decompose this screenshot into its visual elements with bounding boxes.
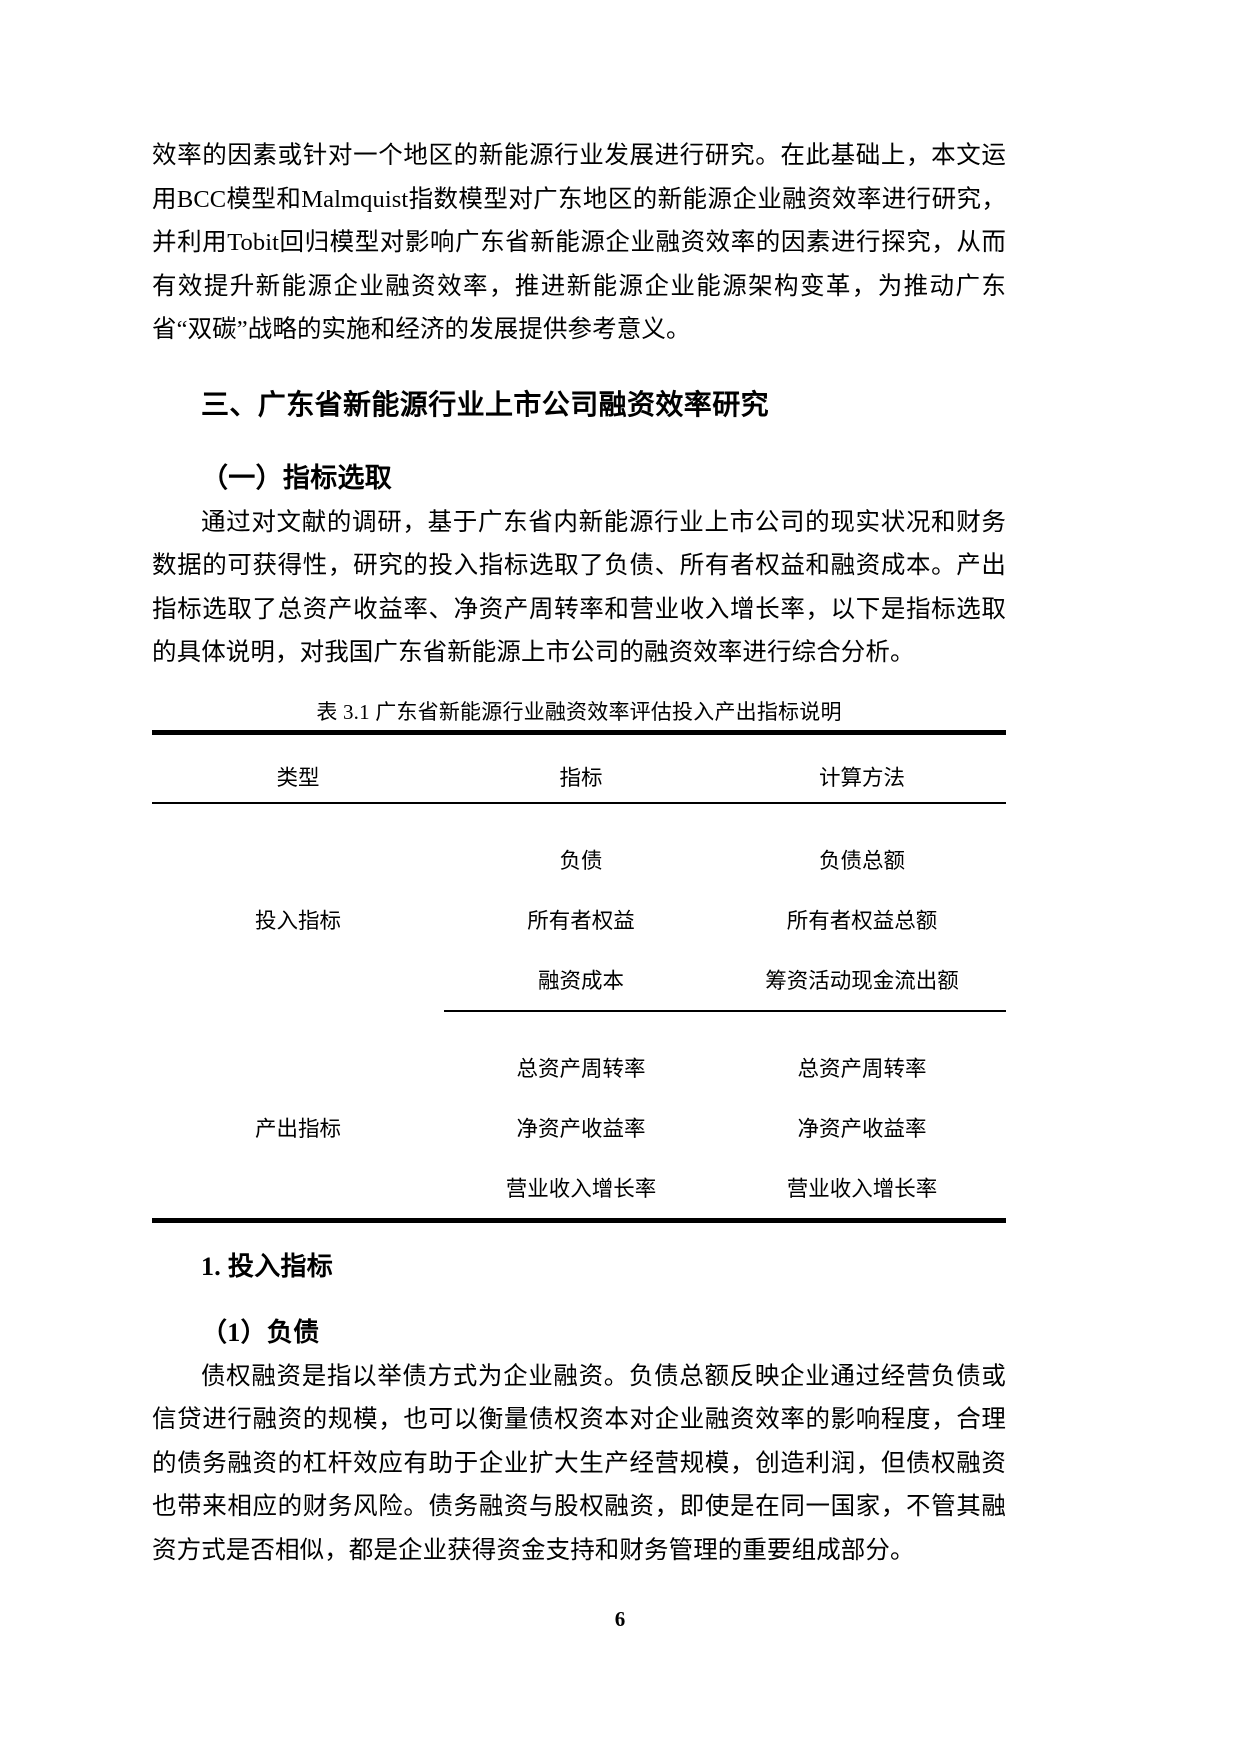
table-bottom-rule: [152, 1217, 1006, 1225]
cell-indicator: 融资成本: [444, 949, 718, 1012]
section-heading: 三、广东省新能源行业上市公司融资效率研究: [201, 389, 770, 421]
column-header-indicator: 指标: [444, 734, 718, 804]
cell-type: 产出指标: [254, 1117, 341, 1141]
minor-heading-input-indicators: 1. 投入指标: [201, 1251, 334, 1281]
cell-method: 负债总额: [818, 849, 905, 873]
minor-heading-debt: （1）负债: [201, 1317, 320, 1347]
cell-indicator: 营业收入增长率: [505, 1177, 657, 1201]
paragraph-intro: 效率的因素或针对一个地区的新能源行业发展进行研究。在此基础上，本文运用BCC模型…: [152, 142, 1006, 343]
cell-type: 投入指标: [254, 909, 341, 933]
cell-indicator: 总资产周转率: [516, 1057, 646, 1081]
table-row: 营业收入增长率 营业收入增长率: [152, 1158, 1006, 1221]
cell-method: 筹资活动现金流出额: [718, 949, 1006, 1012]
cell-type: [152, 1158, 444, 1221]
table-top-rule: [152, 729, 1006, 737]
cell-method: 营业收入增长率: [786, 1177, 938, 1201]
column-header-method: 计算方法: [718, 734, 1006, 804]
table-header-row: 类型 指标 计算方法: [152, 734, 1006, 804]
page-number: 6: [614, 1607, 626, 1631]
table-row: 总资产周转率 总资产周转率: [152, 1011, 1006, 1098]
page-content: 效率的因素或针对一个地区的新能源行业发展进行研究。在此基础上，本文运用BCC模型…: [152, 134, 1006, 1572]
cell-method: 总资产周转率: [797, 1057, 927, 1081]
indicator-table: 类型 指标 计算方法 负债 负债总额 投入指标 所有者权益 所有者权益总额 融资…: [152, 729, 1006, 1225]
cell-method: 所有者权益总额: [786, 909, 938, 933]
cell-type: [152, 803, 444, 890]
cell-method: 净资产收益率: [797, 1117, 927, 1141]
paragraph-indicator-selection: 通过对文献的调研，基于广东省内新能源行业上市公司的现实状况和财务数据的可获得性，…: [152, 508, 1006, 667]
table-row: 负债 负债总额: [152, 803, 1006, 890]
table-row: 融资成本 筹资活动现金流出额: [152, 949, 1006, 1012]
cell-type: [152, 1011, 444, 1098]
table-caption: 表 3.1 广东省新能源行业融资效率评估投入产出指标说明: [316, 699, 842, 724]
cell-indicator: 负债: [559, 849, 603, 873]
column-header-type: 类型: [152, 734, 444, 804]
cell-indicator: 所有者权益: [527, 909, 635, 933]
subsection-heading: （一）指标选取: [201, 462, 393, 493]
cell-type: [152, 950, 444, 1011]
paragraph-debt-financing: 债权融资是指以举债方式为企业融资。负债总额反映企业通过经营负债或信贷进行融资的规…: [152, 1362, 1006, 1564]
table-row: 投入指标 所有者权益 所有者权益总额: [152, 890, 1006, 950]
cell-indicator: 净资产收益率: [516, 1117, 646, 1141]
table-row: 产出指标 净资产收益率 净资产收益率: [152, 1098, 1006, 1158]
